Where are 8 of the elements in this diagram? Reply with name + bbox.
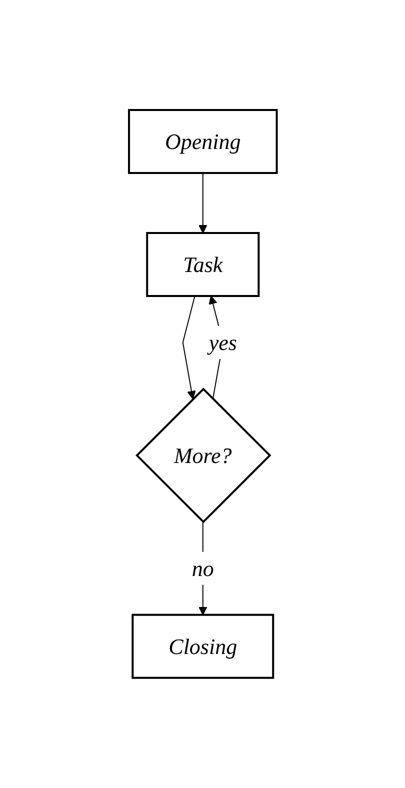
arrow (198, 172, 207, 234)
edge-label: yes (208, 330, 237, 356)
edge-label: no (191, 556, 214, 581)
arrow (182, 296, 196, 400)
node-diamond: More? (135, 388, 271, 524)
node-box: Task (146, 232, 260, 298)
node-box: Closing (131, 614, 274, 679)
node-box: Opening (128, 109, 278, 174)
